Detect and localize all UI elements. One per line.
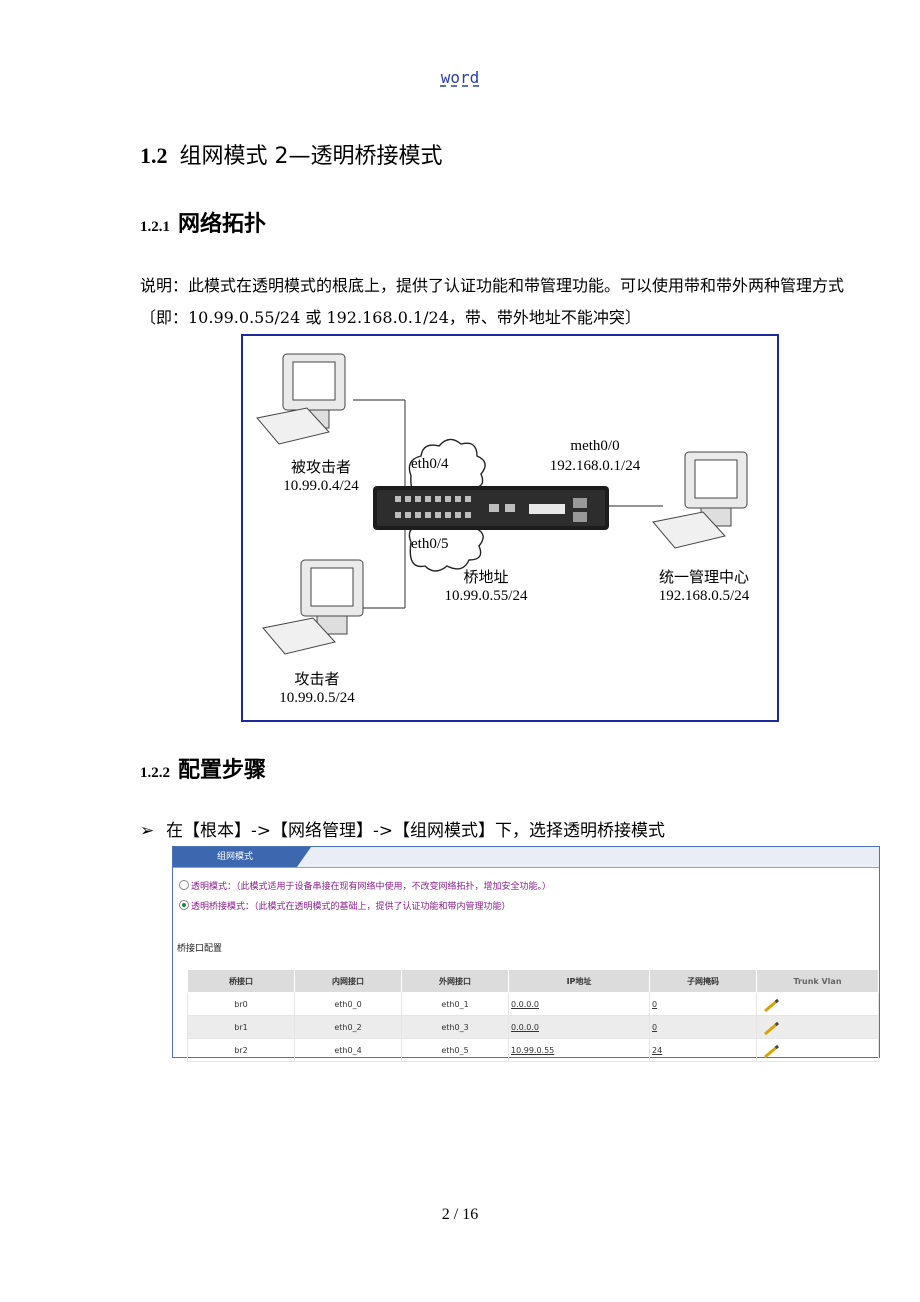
meth-label: meth0/0 <box>570 438 620 454</box>
section-heading: 1.2 组网模式 2—透明桥接模式 <box>140 138 443 170</box>
attacker-ip-label: 10.99.0.5/24 <box>279 690 355 706</box>
radio-transparent-bridge[interactable] <box>179 900 189 910</box>
bullet-arrow-icon: ➢ <box>140 821 155 841</box>
ip-link[interactable]: 10.99.0.55 <box>508 1038 650 1062</box>
col-ip: IP地址 <box>508 969 650 993</box>
mask-link[interactable]: 0 <box>649 992 757 1016</box>
victim-ip-label: 10.99.0.4/24 <box>283 478 359 494</box>
cell-outer: eth0_3 <box>401 1015 509 1039</box>
cell-outer: eth0_1 <box>401 992 509 1016</box>
bridge-name-label: 桥地址 <box>463 570 509 586</box>
col-inner: 内网接口 <box>294 969 402 993</box>
topology-title: 网络拓扑 <box>178 212 267 237</box>
step-text: 在【根本】->【网络管理】->【组网模式】下，选择透明桥接模式 <box>166 821 665 841</box>
option-transparent-bridge[interactable]: 透明桥接模式：（此模式在透明模式的基础上，提供了认证功能和带内管理功能） <box>179 899 511 912</box>
step-bullet: ➢ 在【根本】->【网络管理】->【组网模式】下，选择透明桥接模式 <box>140 816 665 841</box>
col-outer: 外网接口 <box>401 969 509 993</box>
management-center-computer-icon <box>652 451 748 549</box>
eth-b-label: eth0/5 <box>411 536 449 552</box>
page-header: word <box>0 68 920 87</box>
bridge-ip-label: 10.99.0.55/24 <box>444 588 528 604</box>
trunk-cell <box>756 992 879 1016</box>
topology-number: 1.2.1 <box>140 219 170 235</box>
network-diagram: 被攻击者 10.99.0.4/24 eth0/4 eth0/5 meth0/0 … <box>241 334 779 722</box>
victim-name-label: 被攻击者 <box>290 460 351 476</box>
eth-a-label: eth0/4 <box>411 456 449 472</box>
page-number: 2 / 16 <box>441 1206 479 1223</box>
header-word-link[interactable]: word <box>440 68 480 87</box>
mask-link[interactable]: 24 <box>649 1038 757 1062</box>
bridge-config-label: 桥接口配置 <box>177 944 223 954</box>
panel-tabbar: 组网模式 <box>173 847 879 868</box>
edit-pencil-icon[interactable] <box>764 1044 779 1058</box>
cell-bridge: br0 <box>187 992 295 1016</box>
col-bridge: 桥接口 <box>187 969 295 993</box>
table-row: br2 eth0_4 eth0_5 10.99.0.55 24 <box>187 1038 879 1062</box>
trunk-cell <box>756 1038 879 1062</box>
steps-heading: 1.2.2 配置步骤 <box>140 752 266 784</box>
table-row: br0 eth0_0 eth0_1 0.0.0.0 0 <box>187 992 879 1016</box>
cell-inner: eth0_0 <box>294 992 402 1016</box>
trunk-cell <box>756 1015 879 1039</box>
meth-ip-label: 192.168.0.1/24 <box>549 458 641 474</box>
ip-link[interactable]: 0.0.0.0 <box>508 992 650 1016</box>
center-name-label: 统一管理中心 <box>658 570 749 586</box>
cell-inner: eth0_4 <box>294 1038 402 1062</box>
table-row: br1 eth0_2 eth0_3 0.0.0.0 0 <box>187 1015 879 1039</box>
option-transparent[interactable]: 透明模式：（此模式适用于设备串接在现有网络中使用，不改变网络拓扑，增加安全功能。… <box>179 879 551 892</box>
firewall-device-icon <box>373 486 609 530</box>
option-bridge-label: 透明桥接模式：（此模式在透明模式的基础上，提供了认证功能和带内管理功能） <box>191 902 511 912</box>
victim-computer-icon <box>256 353 346 445</box>
col-trunk-vlan: Trunk Vlan <box>756 969 879 993</box>
cell-outer: eth0_5 <box>401 1038 509 1062</box>
mask-link[interactable]: 0 <box>649 1015 757 1039</box>
cell-inner: eth0_2 <box>294 1015 402 1039</box>
cell-bridge: br2 <box>187 1038 295 1062</box>
edit-pencil-icon[interactable] <box>764 1021 779 1035</box>
tab-corner <box>297 847 311 867</box>
attacker-computer-icon <box>262 559 364 655</box>
ip-link[interactable]: 0.0.0.0 <box>508 1015 650 1039</box>
steps-number: 1.2.2 <box>140 765 170 781</box>
section-title: 组网模式 2—透明桥接模式 <box>179 144 443 169</box>
topology-heading: 1.2.1 网络拓扑 <box>140 206 266 238</box>
bridge-table: 桥接口 内网接口 外网接口 IP地址 子网掩码 Trunk Vlan br0 e… <box>187 969 879 1062</box>
radio-transparent[interactable] <box>179 880 189 890</box>
edit-pencil-icon[interactable] <box>764 998 779 1012</box>
attacker-name-label: 攻击者 <box>294 672 340 688</box>
col-mask: 子网掩码 <box>649 969 757 993</box>
topology-svg <box>256 353 748 655</box>
table-header-row: 桥接口 内网接口 外网接口 IP地址 子网掩码 Trunk Vlan <box>187 969 879 993</box>
steps-title: 配置步骤 <box>178 758 267 783</box>
description-paragraph: 说明：此模式在透明模式的根底上，提供了认证功能和带管理功能。可以使用带和带外两种… <box>140 276 845 327</box>
option-transparent-label: 透明模式：（此模式适用于设备串接在现有网络中使用，不改变网络拓扑，增加安全功能。… <box>191 882 552 892</box>
cell-bridge: br1 <box>187 1015 295 1039</box>
tab-network-mode[interactable]: 组网模式 <box>173 847 297 867</box>
mode-config-panel: 组网模式 透明模式：（此模式适用于设备串接在现有网络中使用，不改变网络拓扑，增加… <box>172 846 880 1062</box>
center-ip-label: 192.168.0.5/24 <box>658 588 750 604</box>
section-number: 1.2 <box>140 143 168 168</box>
